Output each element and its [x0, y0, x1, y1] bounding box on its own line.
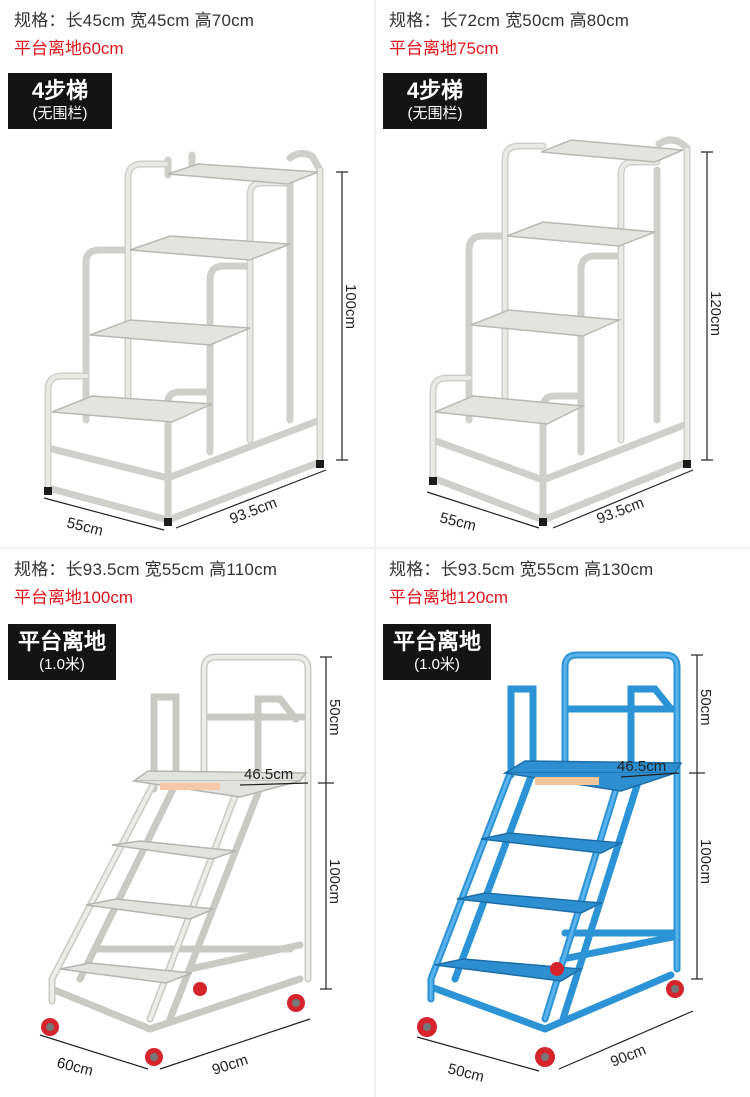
horizontal-divider — [0, 547, 750, 549]
dimension-height-label: 100cm — [326, 859, 343, 904]
spec-text: 规格：长93.5cm 宽55cm 高130cm — [389, 560, 654, 579]
dimension-lines — [43, 171, 348, 531]
dimension-height-label: 100cm — [697, 839, 714, 884]
badge-sub-label: (无围栏) — [407, 105, 463, 122]
model-badge: 4步梯 (无围栏) — [383, 73, 487, 129]
ladder-feet — [44, 460, 324, 526]
dimension-length-label: 93.5cm — [227, 494, 279, 528]
model-badge: 4步梯 (无围栏) — [8, 73, 112, 129]
badge-main-label: 平台离地 — [393, 629, 482, 654]
spec-text: 规格：长93.5cm 宽55cm 高110cm — [14, 560, 278, 579]
product-panel-3: 50cm 46.5cm 100cm 60cm 90cm 规格：长93.5cm 宽… — [0, 549, 375, 1097]
model-badge: 平台离地 (1.0米) — [383, 624, 492, 680]
ladder-illustration-1: 100cm 55cm 93.5cm — [43, 149, 359, 540]
product-panel-1: 100cm 55cm 93.5cm 规格：长45cm 宽45cm 高70cm 平… — [0, 0, 375, 548]
ladder-illustration-2: 120cm 55cm 93.5cm — [426, 136, 724, 535]
caster-wheels — [41, 982, 305, 1066]
dimension-lines — [426, 151, 713, 529]
dimension-top-label: 50cm — [326, 699, 343, 736]
dimension-platform-label: 46.5cm — [244, 766, 293, 783]
ladder-illustration-4: 50cm 46.5cm 100cm 50cm 90cm — [416, 651, 714, 1086]
model-badge: 平台离地 (1.0米) — [8, 624, 117, 680]
dimension-width-label: 55cm — [65, 514, 105, 539]
caster-wheels — [417, 962, 684, 1067]
platform-height-text: 平台离地60cm — [14, 39, 124, 58]
warning-label — [535, 777, 599, 785]
ladder-illustration-3: 50cm 46.5cm 100cm 60cm 90cm — [39, 653, 343, 1080]
product-panel-4: 50cm 46.5cm 100cm 50cm 90cm 规格：长93.5cm 宽… — [375, 549, 750, 1097]
ladder-frame-highlight — [431, 144, 689, 480]
dimension-lines — [416, 654, 705, 1072]
badge-main-label: 平台离地 — [18, 629, 107, 654]
warning-label — [160, 783, 220, 790]
dimension-width-label: 60cm — [55, 1054, 95, 1079]
dimension-lines — [39, 656, 334, 1070]
spec-text: 规格：长72cm 宽50cm 高80cm — [389, 11, 630, 30]
platform-height-text: 平台离地75cm — [389, 39, 499, 58]
dimension-length-label: 90cm — [210, 1051, 250, 1079]
badge-main-label: 4步梯 — [31, 78, 89, 103]
ladder-feet — [429, 460, 691, 526]
badge-sub-label: (1.0米) — [39, 656, 85, 673]
ladder-frame — [44, 149, 324, 524]
dimension-top-label: 50cm — [697, 689, 714, 726]
product-panel-2: 120cm 55cm 93.5cm 规格：长72cm 宽50cm 高80cm 平… — [375, 0, 750, 548]
platform-height-text: 平台离地120cm — [389, 588, 509, 607]
badge-sub-label: (1.0米) — [414, 656, 460, 673]
dimension-width-label: 55cm — [438, 509, 478, 534]
dimension-platform-label: 46.5cm — [617, 758, 666, 775]
badge-sub-label: (无围栏) — [32, 105, 88, 122]
ladder-steps — [434, 139, 684, 425]
dimension-height-label: 120cm — [707, 291, 724, 336]
ladder-frame-highlight — [46, 162, 322, 490]
spec-text: 规格：长45cm 宽45cm 高70cm — [14, 11, 255, 30]
platform-height-text: 平台离地100cm — [14, 588, 134, 607]
badge-main-label: 4步梯 — [406, 78, 464, 103]
dimension-width-label: 50cm — [446, 1060, 486, 1085]
dimension-height-label: 100cm — [342, 284, 359, 329]
ladder-steps — [51, 163, 319, 423]
